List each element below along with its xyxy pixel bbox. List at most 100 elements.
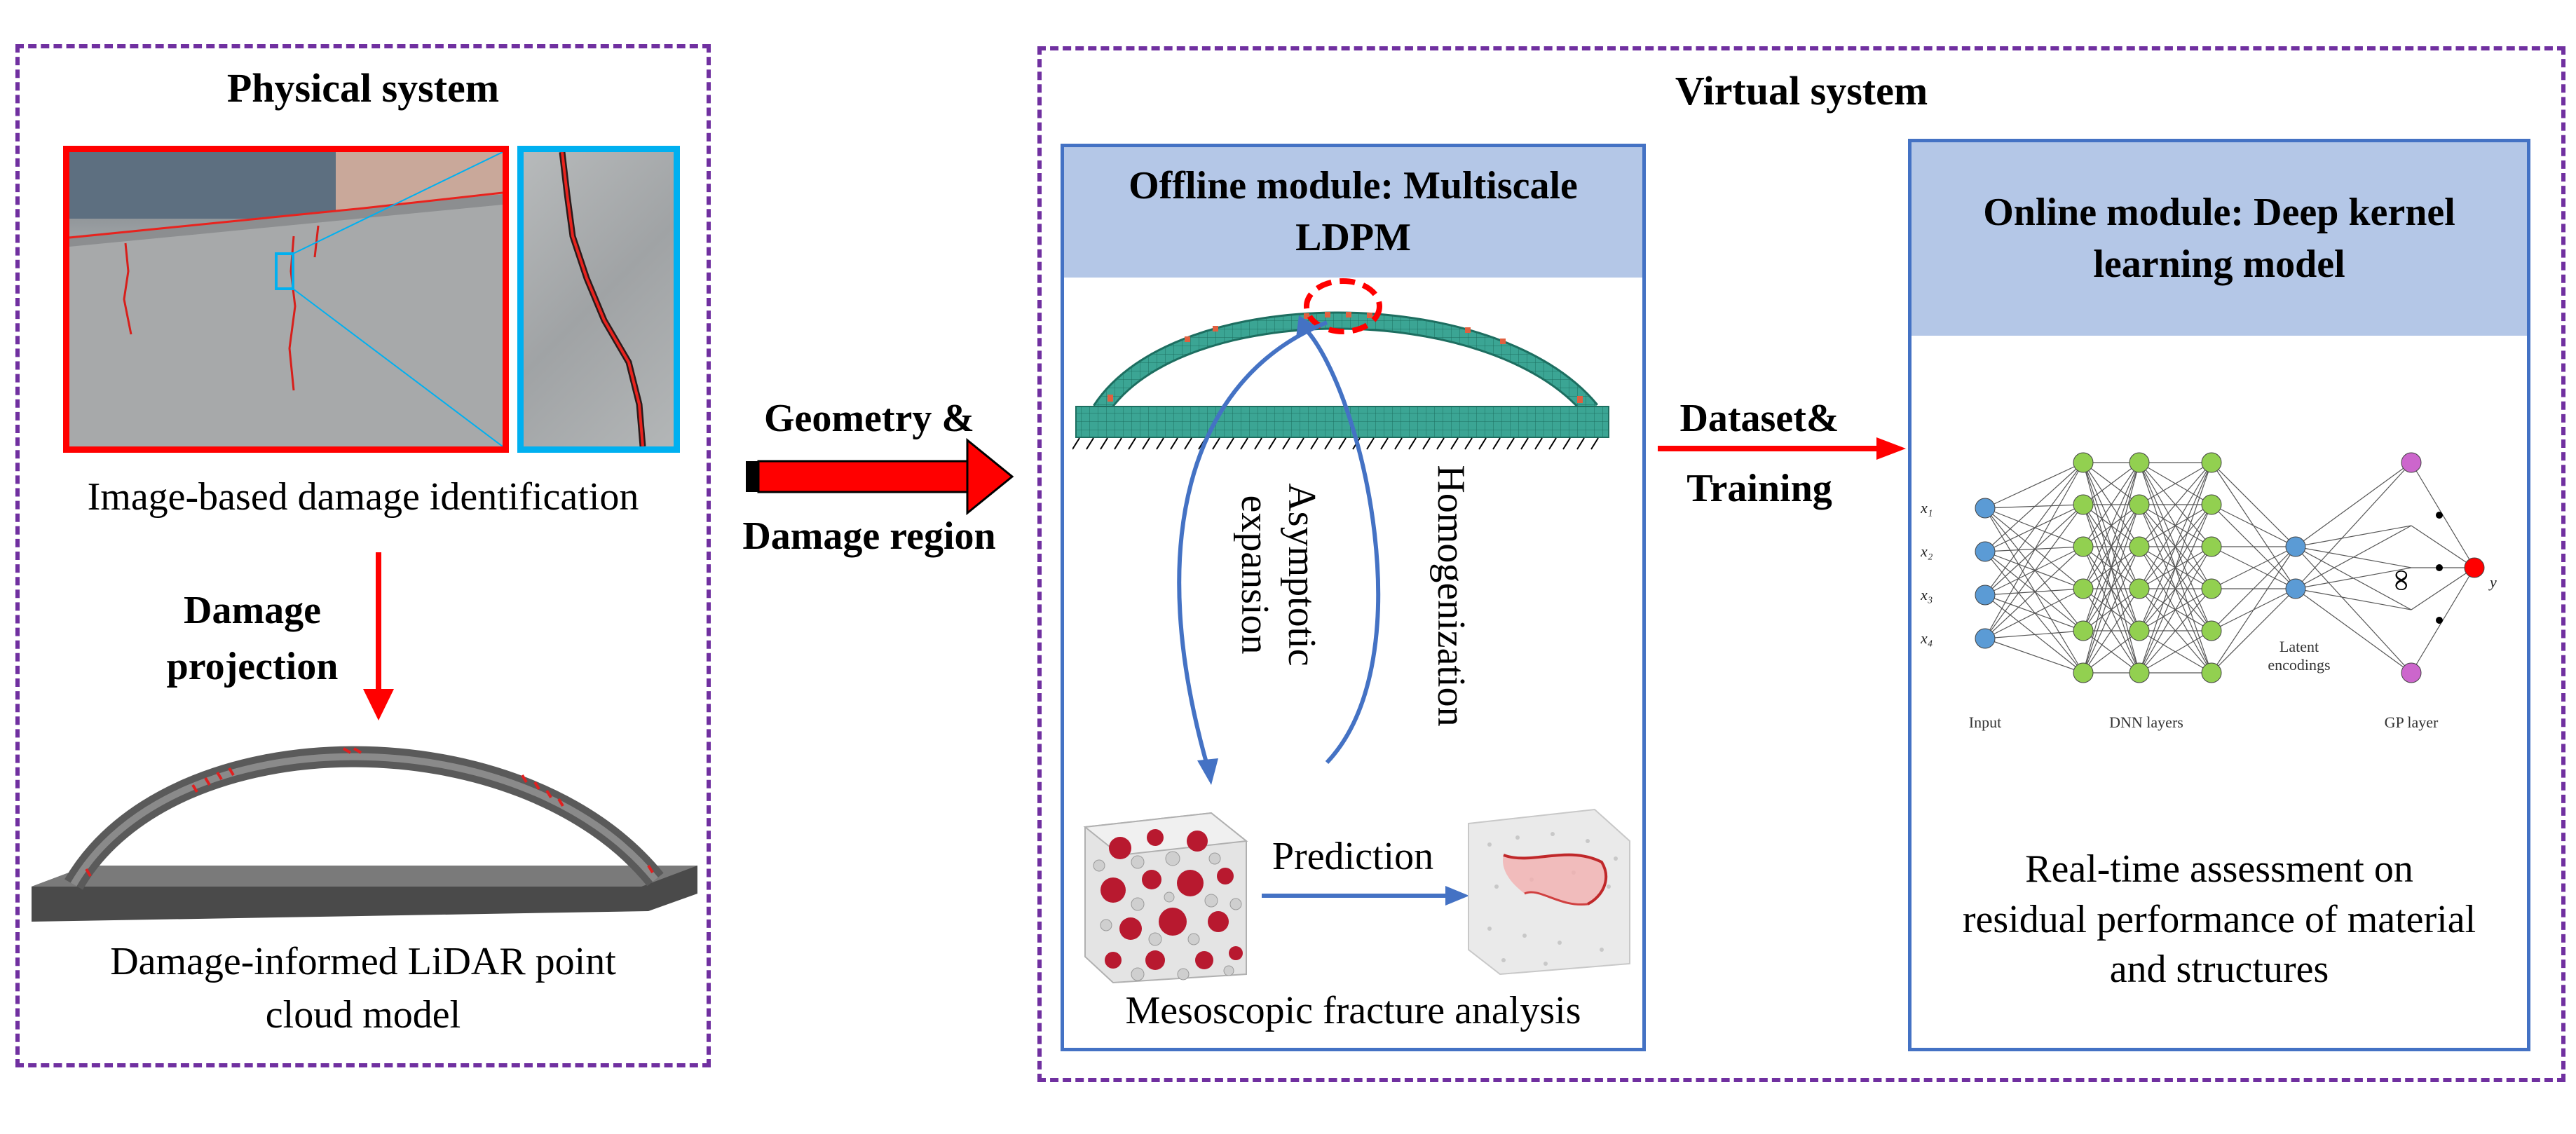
dnn3-node	[2201, 494, 2222, 515]
online-module-panel: Online module: Deep kernel learning mode…	[1908, 139, 2530, 1051]
nn-nodes	[1975, 452, 2485, 683]
damage-region-label: Damage region	[742, 514, 996, 558]
virtual-system-title: Virtual system	[1675, 68, 1928, 114]
nn-edge	[2083, 462, 2140, 547]
online-caption: Real-time assessment on residual perform…	[1962, 847, 2476, 992]
mesoscale-aggregate-cube	[1083, 812, 1248, 984]
nn-label-dnn: DNN layers	[2109, 713, 2183, 731]
nn-edge	[2139, 462, 2212, 674]
nn-edge	[2139, 462, 2212, 547]
nn-edge	[2139, 546, 2212, 674]
nn-edges	[1984, 462, 2475, 674]
multiscale-curved-arrows	[1177, 315, 1381, 785]
image-damage-caption: Image-based damage identification	[87, 475, 639, 519]
deep-kernel-network-diagram: x₁ x₂ x₃ x₄ y ∞ Input DNN layers Latent …	[1921, 452, 2497, 731]
nn-edge	[2139, 504, 2212, 674]
nn-edge	[1984, 551, 2084, 674]
input-node	[1975, 585, 1996, 606]
homogenization-label: Homogenization	[1429, 465, 1473, 727]
physical-system-title: Physical system	[226, 65, 500, 111]
nn-edge	[2083, 588, 2140, 674]
nn-edge	[2211, 504, 2296, 547]
nn-edge	[1984, 630, 2084, 639]
nn-edge	[2211, 546, 2296, 589]
nn-edge	[1984, 504, 2084, 639]
virtual-system-box	[1037, 46, 2565, 1082]
gp-ellipsis-dot	[2436, 617, 2443, 624]
nn-edge	[2083, 462, 2140, 505]
nn-edge	[2211, 546, 2296, 631]
nn-label-input: Input	[1969, 713, 2001, 731]
nn-edge	[2083, 504, 2140, 674]
nn-edge	[2295, 525, 2412, 547]
nn-edge	[1984, 462, 2084, 639]
nn-edge	[1984, 546, 2084, 639]
nn-edge	[2211, 462, 2296, 547]
ldpm-arch-mesh	[1072, 278, 1609, 450]
nn-edge	[2295, 462, 2412, 547]
nn-input-x3: x₃	[1921, 586, 1933, 603]
nn-infinity: ∞	[2385, 569, 2420, 591]
physical-system-box	[15, 44, 711, 1067]
gp-node	[2401, 662, 2422, 683]
nn-edge	[2211, 546, 2296, 674]
nn-edge	[2139, 588, 2212, 674]
dnn2-node	[2129, 494, 2150, 515]
nn-edge	[2139, 462, 2212, 631]
training-label: Training	[1686, 467, 1832, 510]
asymptotic-expansion-label: Asymptotic expansion	[1232, 483, 1323, 667]
dnn3-node	[2201, 578, 2222, 599]
input-node	[1975, 628, 1996, 649]
dnn2-node	[2129, 662, 2150, 683]
gp-node	[2401, 452, 2422, 473]
input-node	[1975, 541, 1996, 562]
nn-input-x4: x₄	[1921, 629, 1933, 647]
online-module-header: Online module: Deep kernel learning mode…	[1911, 142, 2527, 336]
prediction-arrow	[1262, 886, 1469, 906]
dnn1-node	[2073, 662, 2094, 683]
nn-edge	[2211, 588, 2296, 674]
dnn2-node	[2129, 536, 2150, 557]
prediction-label: Prediction	[1272, 835, 1434, 878]
damage-projection-label: Damage projection	[166, 589, 339, 688]
nn-edge	[2411, 567, 2475, 610]
mesoscopic-caption: Mesoscopic fracture analysis	[1125, 989, 1581, 1032]
nn-edge	[1984, 507, 2084, 547]
geometry-damage-arrow	[746, 437, 1014, 516]
fractured-cube	[1468, 808, 1630, 976]
dnn1-node	[2073, 578, 2094, 599]
dnn1-node	[2073, 620, 2094, 641]
nn-label-latent-1: Latent	[2279, 638, 2319, 655]
dnn2-node	[2129, 578, 2150, 599]
geometry-label: Geometry &	[763, 397, 975, 440]
nn-label-latent-2: encodings	[2268, 656, 2330, 674]
nn-edge	[1984, 551, 2084, 631]
nn-edge	[2295, 462, 2412, 589]
dnn3-node	[2201, 452, 2222, 473]
dnn1-node	[2073, 494, 2094, 515]
nn-edge	[2083, 546, 2140, 674]
dnn1-node	[2073, 452, 2094, 473]
nn-edge	[1984, 462, 2084, 552]
lidar-caption: Damage-informed LiDAR point cloud model	[110, 940, 616, 1037]
nn-edge	[1984, 588, 2084, 596]
nn-edge	[1984, 507, 2084, 631]
damage-projection-arrow	[363, 552, 394, 720]
dataset-training-arrow	[1658, 437, 1906, 460]
nn-edge	[2295, 588, 2412, 674]
dnn3-node	[2201, 620, 2222, 641]
nn-edge	[1984, 462, 2084, 596]
nn-edge	[2295, 567, 2412, 589]
crack-zoom-photo	[517, 146, 680, 453]
dataset-label: Dataset&	[1679, 397, 1839, 440]
lidar-point-cloud-model	[32, 746, 697, 922]
gp-ellipsis-dot	[2436, 564, 2443, 571]
nn-edge	[1984, 462, 2084, 509]
dnn2-node	[2129, 620, 2150, 641]
nn-output-y: y	[2488, 573, 2497, 591]
nn-edge	[1984, 638, 2084, 674]
nn-edge	[1984, 507, 2084, 589]
nn-edge	[2139, 630, 2212, 674]
dnn3-node	[2201, 536, 2222, 557]
latent-node	[2285, 536, 2306, 557]
